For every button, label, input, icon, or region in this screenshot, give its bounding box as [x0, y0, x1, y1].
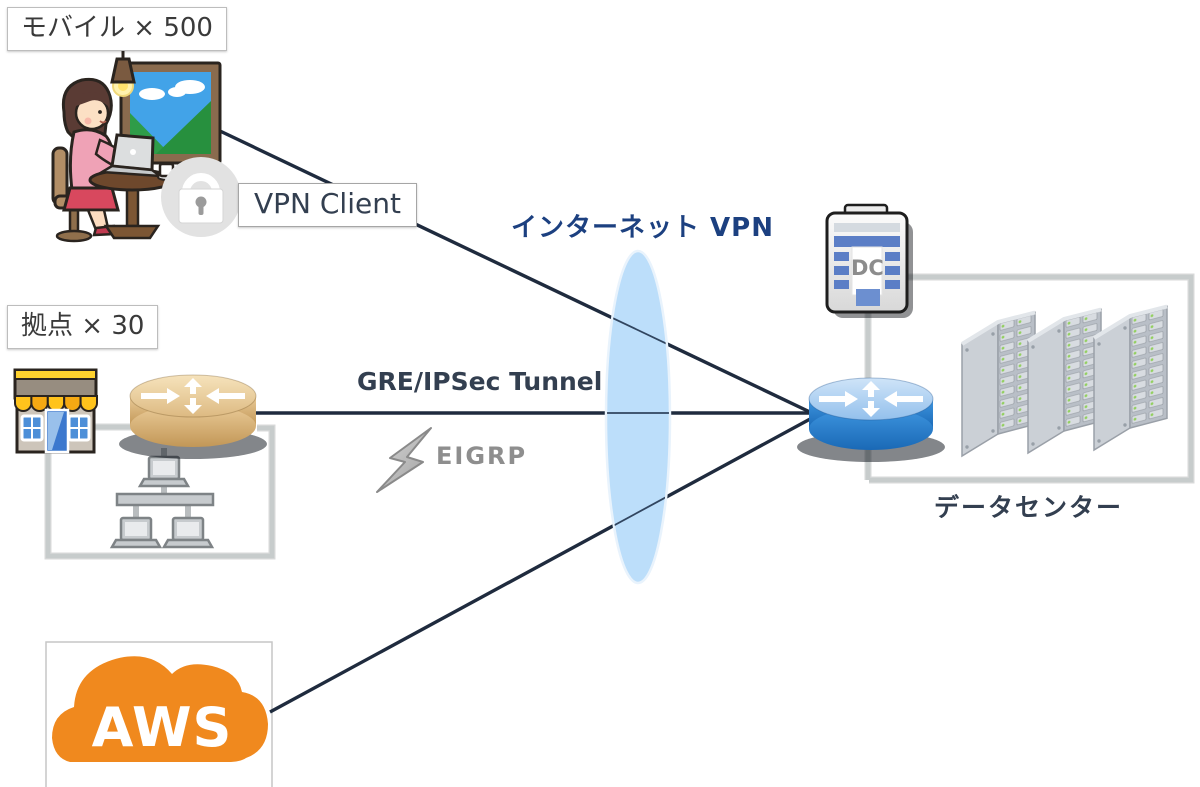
aws-to-dc-line	[269, 416, 813, 714]
aws-cloud-icon	[52, 656, 268, 762]
dc-server-label: DC	[851, 256, 884, 280]
store-icon	[13, 368, 98, 454]
branch-lan-loop-line	[45, 425, 275, 559]
lan-laptop-icon	[162, 516, 214, 549]
cafe-table	[88, 168, 176, 240]
server-rack-icon	[960, 310, 1037, 458]
vpn-client-label: VPN Client	[238, 183, 417, 227]
mobile-count-label: モバイル × 500	[7, 7, 227, 51]
branch-lan-icon	[110, 448, 215, 549]
wan-lines	[219, 129, 813, 714]
server-rack-icon	[1092, 304, 1169, 452]
lan-laptop-icon	[110, 516, 162, 549]
branch-router-icon	[119, 374, 267, 459]
lan-laptop-icon	[138, 455, 190, 488]
server-rack-icon	[1026, 307, 1103, 455]
gray-connector-lines	[44, 273, 1195, 560]
server-racks-icon	[960, 304, 1169, 458]
dc-loop-line	[869, 274, 1194, 483]
gre-ipsec-tunnel-label: GRE/IPSec Tunnel	[357, 367, 603, 396]
store-awning	[14, 395, 98, 412]
lightning-bolt-icon	[376, 427, 432, 493]
branch-count-label: 拠点 × 30	[7, 305, 159, 349]
datacenter-label: データセンター	[934, 493, 1124, 522]
dc-server-icon	[825, 203, 913, 318]
ethernet-bar-icon	[115, 492, 215, 507]
eigrp-label: EIGRP	[436, 442, 528, 470]
mobile-to-dc-line	[219, 129, 813, 415]
aws-cloud-label: AWS	[91, 696, 233, 759]
hanging-lamp-icon	[110, 47, 136, 97]
internet-vpn-title: インターネット VPN	[511, 213, 774, 243]
vpn-lock-icon	[161, 157, 241, 237]
dc-edge-router-icon	[797, 377, 945, 462]
internet-vpn-ellipse	[604, 249, 672, 585]
